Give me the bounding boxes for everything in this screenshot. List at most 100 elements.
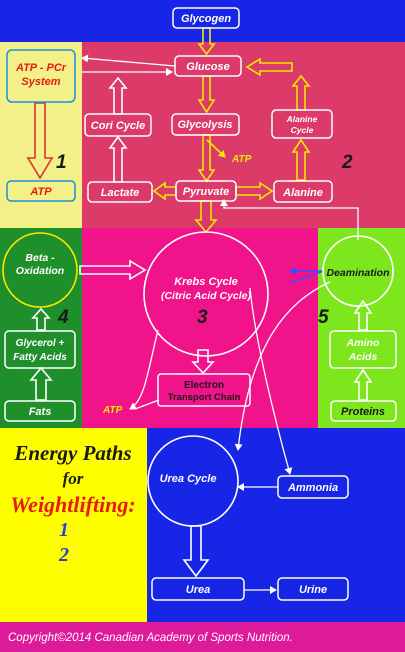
label-glycolysis: Glycolysis bbox=[177, 119, 232, 131]
title-line2: for bbox=[63, 469, 84, 488]
line-glycolysis-atp bbox=[206, 139, 226, 158]
line-glucose-atppcr bbox=[81, 54, 176, 67]
label-atp-pcr-line2: System bbox=[21, 76, 60, 88]
box-glycogen bbox=[172, 7, 240, 29]
footer-copyright: Copyright©2014 Canadian Academy of Sport… bbox=[8, 632, 293, 644]
label-electron-line2: Transport Chain bbox=[168, 392, 241, 403]
title-line3: Weightlifting: bbox=[10, 492, 136, 517]
label-glycerol-line1: Glycerol + bbox=[16, 338, 65, 349]
region-carbohydrate bbox=[82, 42, 405, 228]
label-pyruvate: Pyruvate bbox=[183, 186, 229, 198]
arrow-amino-deamination bbox=[353, 299, 373, 331]
region-protein bbox=[318, 228, 405, 428]
arrow-glycerol-beta bbox=[31, 307, 51, 331]
label-atp-left: ATP bbox=[29, 186, 52, 198]
label-ammonia: Ammonia bbox=[287, 482, 338, 494]
arrow-lactate-cori bbox=[108, 135, 128, 183]
arrow-ureacycle-urea bbox=[182, 525, 210, 578]
arrow-pyruvate-lactate bbox=[152, 181, 177, 201]
zone-number-5: 5 bbox=[318, 307, 329, 328]
label-atp-pcr-line1: ATP - PCr bbox=[15, 62, 67, 74]
box-glycolysis bbox=[171, 113, 240, 136]
box-glycerol bbox=[4, 330, 76, 369]
arrow-glucose-glycolysis bbox=[197, 75, 216, 114]
box-proteins bbox=[330, 400, 397, 422]
label-citric-acid: (Citric Acid Cycle) bbox=[161, 290, 252, 302]
box-fats bbox=[4, 400, 76, 422]
label-beta-line1: Beta - bbox=[25, 252, 55, 264]
arrow-fats-glycerol bbox=[29, 366, 53, 401]
label-atp-glycolysis: ATP bbox=[231, 154, 252, 165]
line-deamination-ammonia bbox=[249, 287, 293, 475]
line-etc-atp bbox=[134, 399, 160, 410]
label-amino-line1: Amino bbox=[346, 337, 380, 349]
arrow-glycolysis-pyruvate bbox=[197, 134, 216, 183]
box-glucose bbox=[174, 55, 242, 77]
region-krebs bbox=[82, 228, 318, 428]
region-fat bbox=[0, 228, 82, 428]
label-glycogen: Glycogen bbox=[181, 13, 231, 25]
arrow-krebs-etc bbox=[191, 349, 215, 375]
arrow-alaninecycle-glucose bbox=[291, 74, 311, 111]
arrow-glycogen-glucose bbox=[197, 27, 216, 56]
label-fats: Fats bbox=[29, 406, 52, 418]
zone-number-4: 4 bbox=[57, 307, 69, 328]
region-footer bbox=[0, 622, 405, 652]
zone-number-2: 2 bbox=[341, 152, 353, 173]
circle-deamination bbox=[322, 235, 394, 307]
box-atp bbox=[6, 180, 76, 202]
label-proteins: Proteins bbox=[341, 406, 385, 418]
circle-beta-oxidation bbox=[2, 232, 78, 308]
arrow-pyruvate-krebs bbox=[194, 200, 218, 234]
box-alanine-cycle bbox=[271, 109, 333, 139]
label-lactate: Lactate bbox=[101, 187, 140, 199]
label-glycerol-line2: Fatty Acids bbox=[13, 352, 67, 363]
box-amino-acids bbox=[329, 330, 397, 369]
arrow-proteins-amino bbox=[353, 368, 373, 401]
label-urine: Urine bbox=[299, 584, 327, 596]
label-atp-etc: ATP bbox=[102, 405, 123, 416]
line-deamination-pyruvate bbox=[220, 199, 359, 240]
arrow-pyruvate-alanine bbox=[235, 181, 274, 201]
line-deamination-urea bbox=[234, 281, 331, 451]
zone-number-3: 3 bbox=[197, 307, 208, 328]
label-electron-line1: Electron bbox=[184, 380, 224, 391]
box-urine bbox=[277, 577, 349, 601]
label-urea-cycle: Urea Cycle bbox=[160, 473, 217, 485]
label-cori-cycle: Cori Cycle bbox=[91, 120, 145, 132]
circle-urea-cycle bbox=[147, 435, 239, 527]
label-glucose: Glucose bbox=[186, 61, 229, 73]
box-urea bbox=[151, 577, 245, 601]
line-krebs-atp bbox=[129, 329, 159, 410]
box-ammonia bbox=[277, 475, 349, 499]
box-alanine bbox=[273, 180, 333, 203]
box-cori-cycle bbox=[84, 113, 152, 137]
label-krebs-cycle: Krebs Cycle bbox=[174, 276, 238, 288]
label-alanine-cycle-line2: Cycle bbox=[291, 125, 314, 135]
box-lactate bbox=[87, 181, 153, 203]
arrow-cori-glucose bbox=[108, 76, 128, 115]
label-urea: Urea bbox=[186, 584, 210, 596]
region-title bbox=[0, 428, 147, 622]
label-alanine-cycle-line1: Alanine bbox=[286, 114, 318, 124]
label-beta-line2: Oxidation bbox=[16, 265, 64, 277]
label-deamination: Deamination bbox=[326, 267, 389, 279]
title-item-1: 1 bbox=[59, 519, 69, 541]
arrow-atppcr-atp bbox=[26, 102, 54, 180]
arrow-glucose-link-right bbox=[245, 57, 293, 77]
arrow-alanine-alaninecycle bbox=[291, 138, 311, 181]
circle-krebs-cycle bbox=[143, 231, 269, 357]
label-amino-line2: Acids bbox=[348, 351, 378, 363]
box-pyruvate bbox=[175, 180, 237, 202]
region-atp-pcr bbox=[0, 42, 82, 228]
line-deamination-krebs-2 bbox=[289, 270, 325, 284]
arrow-beta-krebs bbox=[79, 259, 147, 281]
label-alanine: Alanine bbox=[282, 187, 323, 199]
title-item-2: 2 bbox=[58, 544, 69, 566]
box-atp-pcr bbox=[6, 49, 76, 103]
title-line1: Energy Paths bbox=[13, 441, 131, 465]
zone-number-1: 1 bbox=[56, 152, 67, 173]
box-electron-transport bbox=[157, 373, 251, 407]
